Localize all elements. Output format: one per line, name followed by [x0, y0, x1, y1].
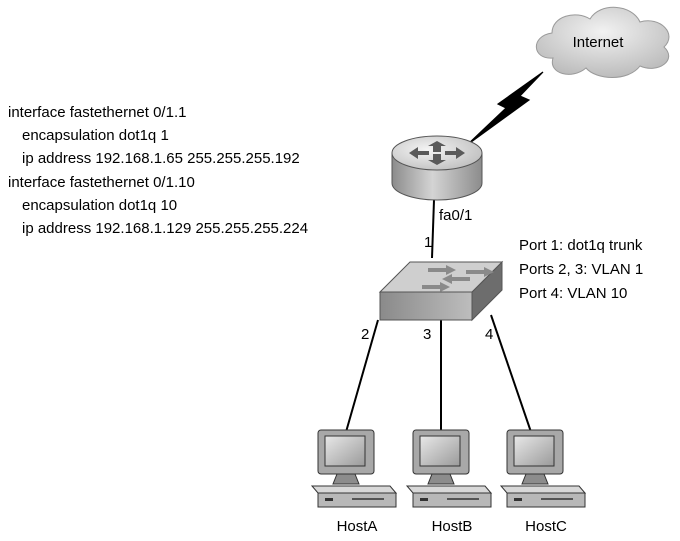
serial-link-icon	[466, 71, 544, 146]
port-label-4: 4	[485, 326, 493, 343]
internet-label: Internet	[573, 34, 625, 51]
hostc-link	[490, 314, 532, 433]
config-line: encapsulation dot1q 10	[22, 197, 177, 214]
port-label-2: 2	[361, 326, 369, 343]
host-label-a: HostA	[337, 518, 378, 535]
internet-cloud: Internet	[535, 6, 670, 78]
host-b-icon	[405, 429, 493, 508]
router-interface-label: fa0/1	[439, 207, 472, 224]
config-line: interface fastethernet 0/1.1	[8, 104, 186, 121]
port-label-3: 3	[423, 326, 431, 343]
switch-icon	[378, 260, 504, 322]
switch-port-notes: Port 1: dot1q trunk Ports 2, 3: VLAN 1 P…	[519, 237, 643, 302]
port-note: Port 4: VLAN 10	[519, 285, 627, 302]
host-label-c: HostC	[525, 518, 567, 535]
config-line: ip address 192.168.1.65 255.255.255.192	[22, 150, 300, 167]
config-line: ip address 192.168.1.129 255.255.255.224	[22, 220, 308, 237]
port-note: Ports 2, 3: VLAN 1	[519, 261, 643, 278]
host-c-icon	[499, 429, 587, 508]
host-a-icon	[310, 429, 398, 508]
config-line: interface fastethernet 0/1.10	[8, 174, 195, 191]
config-line: encapsulation dot1q 1	[22, 127, 169, 144]
router-config: interface fastethernet 0/1.1 encapsulati…	[8, 104, 308, 237]
port-label-1: 1	[424, 234, 432, 251]
port-note: Port 1: dot1q trunk	[519, 237, 643, 254]
hosta-link	[345, 319, 379, 433]
router-switch-link	[431, 199, 435, 259]
router-icon	[391, 135, 483, 201]
host-label-b: HostB	[432, 518, 473, 535]
